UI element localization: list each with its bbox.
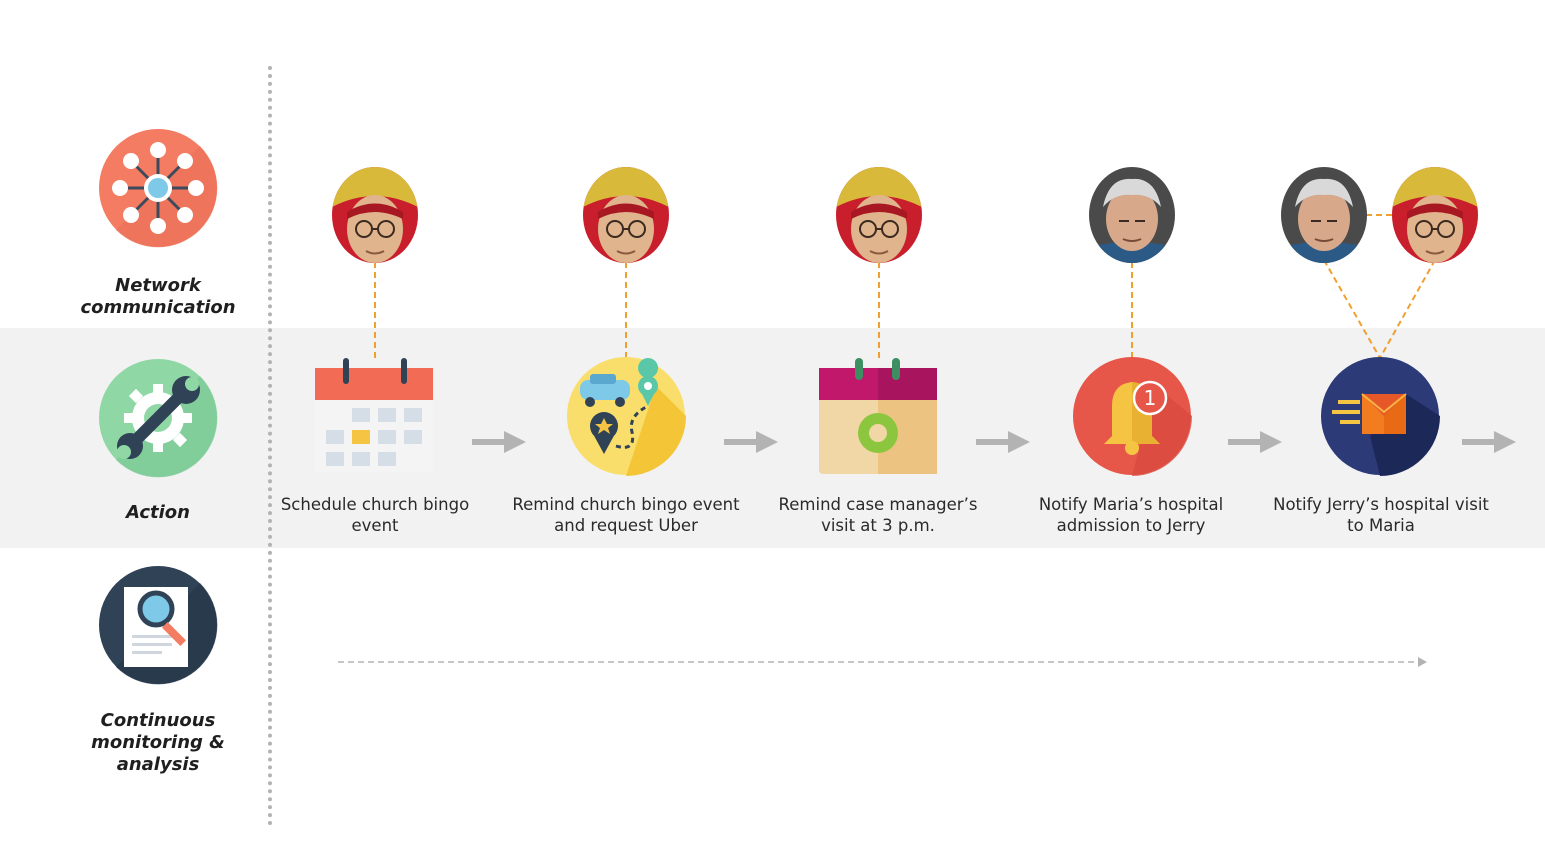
row-label-action: Action — [125, 502, 190, 523]
flow-arrow — [724, 431, 778, 453]
avatar-maria — [583, 167, 669, 263]
calendar-appointment-icon — [819, 358, 937, 474]
step-label: Notify Jerry’s hospital visit to Maria — [1273, 495, 1489, 535]
mail-icon — [1321, 357, 1440, 476]
avatar-maria — [1392, 167, 1478, 263]
wrench-gear-icon — [99, 359, 218, 478]
avatar-jerry — [1089, 167, 1175, 263]
flow-arrow — [472, 431, 526, 453]
calendar-icon — [315, 358, 433, 472]
map-car-icon — [567, 357, 686, 476]
vertical-divider — [268, 66, 272, 826]
avatar-maria — [332, 167, 418, 263]
network-icon — [99, 129, 218, 248]
connector-step-5b — [1379, 259, 1436, 359]
connector-step-5a — [1323, 259, 1381, 359]
step-label: Remind church bingo event and request Ub… — [512, 495, 740, 535]
avatar-jerry — [1281, 167, 1367, 263]
monitoring-timeline — [338, 657, 1427, 667]
flow-arrow — [1228, 431, 1282, 453]
notification-badge: 1 — [1144, 386, 1157, 410]
step-label: Remind case manager’s visit at 3 p.m. — [778, 495, 978, 535]
flow-arrow — [976, 431, 1030, 453]
action-row-band — [0, 328, 1545, 548]
step-label: Notify Maria’s hospital admission to Jer… — [1038, 495, 1224, 535]
row-label-monitoring: Continuous monitoring & analysis — [91, 710, 225, 775]
document-search-icon — [99, 566, 218, 685]
bell-notification-icon: 1 — [1073, 357, 1192, 476]
avatar-maria — [836, 167, 922, 263]
step-label: Schedule church bingo event — [280, 495, 470, 535]
row-label-network: Network communication — [80, 275, 236, 318]
flow-arrow — [1462, 431, 1516, 453]
